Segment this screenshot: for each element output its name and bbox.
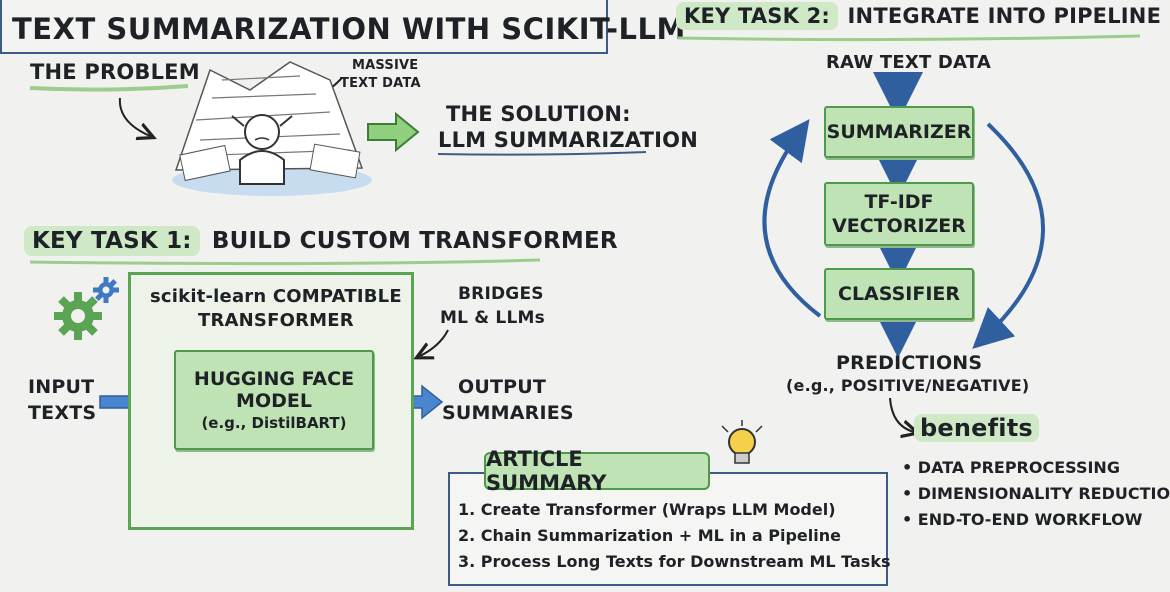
article-summary-title-text: ARTICLE SUMMARY xyxy=(486,447,607,495)
task1-underline xyxy=(29,258,541,266)
bridge-line-1: BRIDGES xyxy=(458,284,544,304)
loop-arrow-right xyxy=(972,122,1045,349)
task2-heading: KEY TASK 2: INTEGRATE INTO PIPELINE xyxy=(676,2,1162,30)
gear-icon-small xyxy=(93,277,119,303)
hugging-face-model-box: HUGGING FACE MODEL (e.g., DistilBART) xyxy=(174,350,374,450)
classifier-box: CLASSIFIER xyxy=(824,268,974,320)
input-line-1: INPUT xyxy=(28,376,95,398)
task2-heading-key: KEY TASK 2: xyxy=(676,2,839,30)
summarizer-box: SUMMARIZER xyxy=(824,106,974,158)
classifier-label: CLASSIFIER xyxy=(838,283,960,305)
lightbulb-icon xyxy=(721,420,763,464)
benefit-arrow xyxy=(889,397,914,432)
summarizer-label: SUMMARIZER xyxy=(826,121,972,143)
benefit-item: • END-TO-END WORKFLOW xyxy=(902,510,1143,529)
benefit-item: • DIMENSIONALITY REDUCTION xyxy=(902,484,1170,503)
predictions-label: PREDICTIONS xyxy=(836,352,983,374)
input-line-2: TEXTS xyxy=(28,402,97,424)
loop-arrow-left xyxy=(762,119,822,318)
massive-note-1: MASSIVE xyxy=(352,58,419,73)
massive-note-2: TEXT DATA xyxy=(340,76,421,91)
bridge-arrow xyxy=(420,329,449,356)
container-line-1: scikit-learn COMPATIBLE xyxy=(150,286,402,307)
model-line-3: (e.g., DistilBART) xyxy=(201,414,347,432)
problem-arrow xyxy=(118,97,150,136)
task2-underline xyxy=(677,34,1141,42)
output-line-2: SUMMARIES xyxy=(442,402,574,424)
page-title: TEXT SUMMARIZATION WITH SCIKIT-LLM xyxy=(12,12,686,46)
task2-heading-rest: INTEGRATE INTO PIPELINE xyxy=(847,4,1162,28)
task1-heading-rest: BUILD CUSTOM TRANSFORMER xyxy=(211,228,618,254)
summary-item: 1. Create Transformer (Wraps LLM Model) xyxy=(458,500,836,519)
bridge-line-2: ML & LLMs xyxy=(440,308,545,328)
vectorizer-line-1: TF-IDF xyxy=(864,191,934,213)
solution-line-1: THE SOLUTION: xyxy=(446,102,631,126)
article-summary-box xyxy=(448,472,888,586)
task1-heading-key: KEY TASK 1: xyxy=(24,226,200,256)
solution-underline xyxy=(437,151,647,156)
gear-icon-large xyxy=(54,292,102,340)
solution-line-2: LLM SUMMARIZATION xyxy=(438,128,698,152)
container-line-2: TRANSFORMER xyxy=(198,310,354,331)
problem-underline xyxy=(29,84,189,92)
vectorizer-box: TF-IDF VECTORIZER xyxy=(824,182,974,246)
output-line-1: OUTPUT xyxy=(458,376,547,398)
summary-item: 3. Process Long Texts for Downstream ML … xyxy=(458,552,891,571)
benefits-title: benefits xyxy=(914,414,1039,442)
model-line-1: HUGGING FACE xyxy=(193,368,355,390)
summary-item: 2. Chain Summarization + ML in a Pipelin… xyxy=(458,526,841,545)
title-box: TEXT SUMMARIZATION WITH SCIKIT-LLM xyxy=(0,0,685,54)
predictions-example: (e.g., POSITIVE/NEGATIVE) xyxy=(786,376,1030,395)
article-summary-title: ARTICLE SUMMARY xyxy=(484,447,710,495)
task1-heading: KEY TASK 1: BUILD CUSTOM TRANSFORMER xyxy=(24,226,618,256)
solution-arrow xyxy=(367,111,420,153)
problem-label: THE PROBLEM xyxy=(30,60,200,84)
model-line-2: MODEL xyxy=(236,390,312,412)
benefits-title-text: benefits xyxy=(914,414,1039,442)
paper-pile-illustration xyxy=(172,61,372,196)
raw-text-data: RAW TEXT DATA xyxy=(826,52,991,73)
vectorizer-line-2: VECTORIZER xyxy=(832,215,966,237)
benefit-item: • DATA PREPROCESSING xyxy=(902,458,1120,477)
